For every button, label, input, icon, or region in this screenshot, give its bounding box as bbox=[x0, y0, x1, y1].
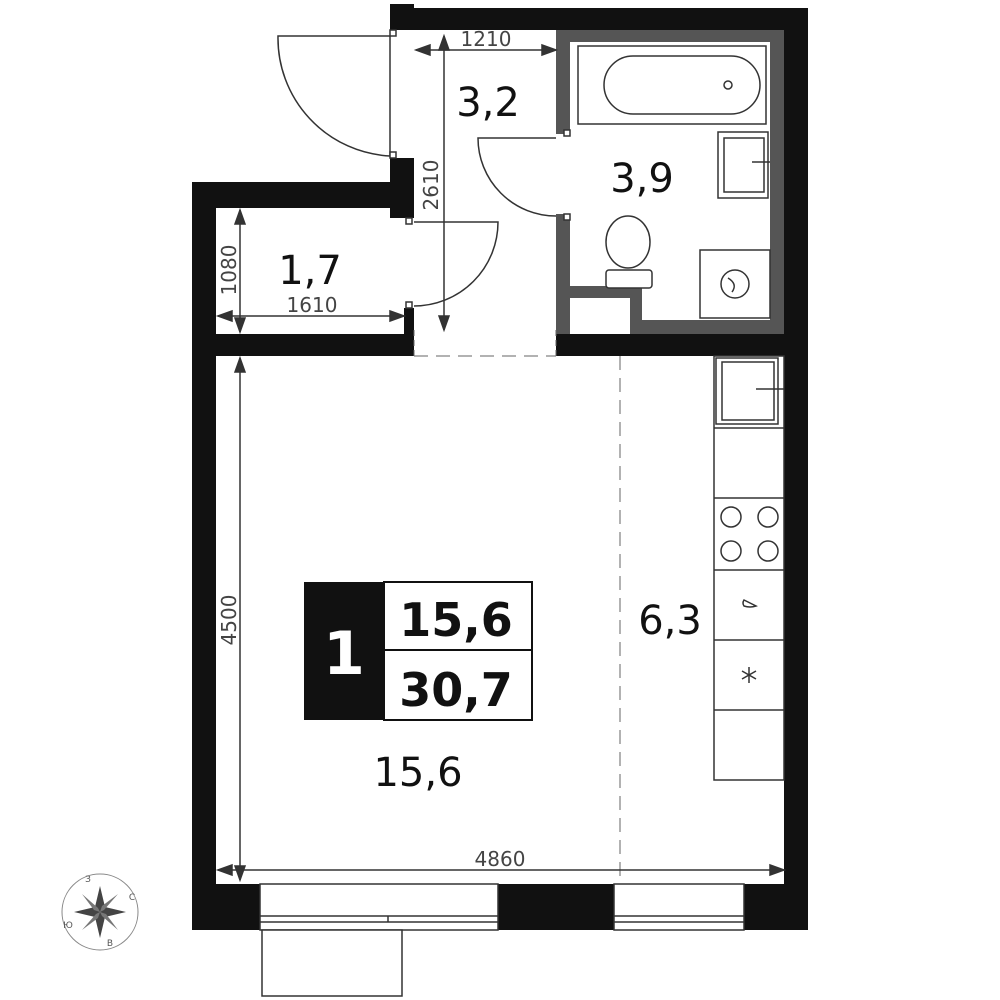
room-area-living: 15,6 bbox=[373, 750, 462, 796]
bathroom-sink-basin bbox=[723, 137, 765, 193]
window-right bbox=[613, 883, 745, 931]
bath-wall-shaft-side bbox=[630, 286, 642, 334]
bathtub-basin bbox=[603, 55, 761, 115]
dishwasher-drop-icon bbox=[742, 599, 758, 608]
wall-left-lower bbox=[192, 338, 216, 930]
room-area-bathroom: 3,9 bbox=[610, 156, 674, 202]
windows bbox=[259, 883, 745, 997]
entry-door-swing bbox=[277, 35, 391, 157]
room-area-storage: 1,7 bbox=[278, 248, 342, 294]
bath-wall-top bbox=[556, 30, 784, 42]
dimension-lines bbox=[215, 33, 787, 883]
storage-door-jamb-bottom bbox=[405, 301, 413, 309]
window-left bbox=[259, 883, 499, 931]
compass-rose-icon: З С Ю В bbox=[61, 873, 139, 951]
badge-total-area: 30,7 bbox=[399, 663, 513, 717]
wall-bottom-right bbox=[744, 884, 808, 930]
wall-top bbox=[390, 8, 808, 30]
room-area-hall: 3,2 bbox=[456, 80, 520, 126]
balcony-step bbox=[261, 929, 403, 997]
bathroom-door-swing bbox=[477, 137, 557, 217]
toilet-bowl bbox=[605, 215, 651, 269]
badge-room-count: 1 bbox=[323, 619, 365, 689]
stove-burner-2 bbox=[757, 506, 779, 528]
dim-hall-length: 2610 bbox=[419, 160, 443, 211]
bathroom-door-jamb-top bbox=[563, 129, 571, 137]
storage-door-jamb-top bbox=[405, 217, 413, 225]
stove-burner-3 bbox=[720, 540, 742, 562]
walls bbox=[192, 4, 808, 930]
dim-storage-width: 1610 bbox=[287, 293, 338, 317]
badge-living-area: 15,6 bbox=[399, 593, 513, 647]
badge-rooms-box bbox=[304, 582, 384, 720]
wall-bottom-left bbox=[192, 884, 260, 930]
storage-door-swing bbox=[413, 221, 499, 307]
dim-living-height: 4500 bbox=[217, 595, 241, 646]
dim-apartment-width: 4860 bbox=[475, 847, 526, 871]
wall-right bbox=[784, 8, 808, 930]
compass-east: В bbox=[107, 939, 113, 949]
compass-south: Ю bbox=[63, 921, 73, 931]
fridge-snowflake-icon bbox=[741, 667, 757, 683]
bathroom-door-jamb-bottom bbox=[563, 213, 571, 221]
kitchen-sink-basin bbox=[721, 361, 775, 421]
kitchen-counter bbox=[713, 355, 785, 781]
dim-hall-width: 1210 bbox=[461, 27, 512, 51]
washing-machine-mark bbox=[727, 277, 735, 293]
bath-wall-right bbox=[770, 30, 784, 334]
bathroom-fixtures bbox=[577, 45, 771, 319]
wall-top-stub bbox=[390, 4, 414, 30]
dim-storage-height: 1080 bbox=[217, 245, 241, 296]
bathroom-walls bbox=[556, 30, 784, 334]
toilet-tank bbox=[605, 269, 653, 289]
zone-separators bbox=[414, 355, 621, 884]
doors bbox=[277, 29, 571, 309]
entry-door-jamb-bottom bbox=[389, 151, 397, 159]
compass-north: С bbox=[129, 893, 135, 903]
compass-west: З bbox=[85, 875, 91, 885]
wall-mid-left bbox=[192, 334, 414, 356]
bath-wall-left-lower bbox=[556, 214, 570, 334]
bathtub-drain bbox=[723, 80, 733, 90]
room-area-kitchen: 6,3 bbox=[638, 598, 702, 644]
bath-wall-left-upper bbox=[556, 30, 570, 134]
bath-wall-bottom bbox=[636, 320, 784, 334]
wall-bottom-mid bbox=[498, 884, 614, 930]
washing-machine-drum bbox=[720, 269, 750, 299]
stove-burner-1 bbox=[720, 506, 742, 528]
entry-door-jamb-top bbox=[389, 29, 397, 37]
summary-badge: 1 15,6 30,7 bbox=[304, 581, 533, 721]
wall-mid-pier bbox=[404, 308, 414, 356]
wall-storage-top bbox=[192, 182, 414, 208]
bath-wall-shaft bbox=[556, 286, 636, 298]
wall-hall-left-pier bbox=[390, 158, 414, 218]
stove-burner-4 bbox=[757, 540, 779, 562]
wall-mid-right bbox=[556, 334, 808, 356]
